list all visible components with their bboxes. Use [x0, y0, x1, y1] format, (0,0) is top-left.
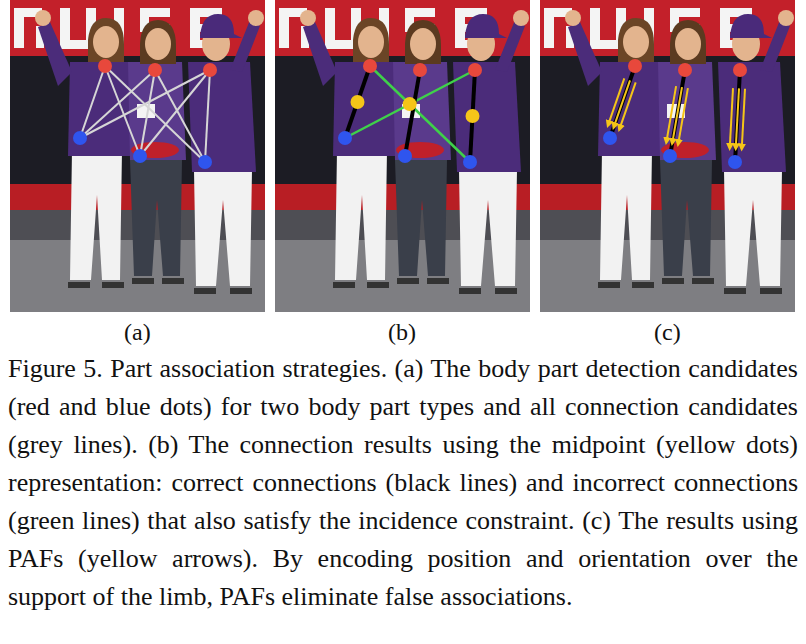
black-line: [610, 66, 635, 138]
red-dot: [468, 63, 482, 77]
red-dot: [733, 63, 747, 77]
candidate-lines: [80, 66, 210, 162]
blue-dot: [338, 131, 352, 145]
incorrect-connections: [345, 66, 475, 162]
candidate-line: [140, 70, 210, 156]
red-dot: [98, 59, 112, 73]
red-dot: [628, 59, 642, 73]
blue-dot: [728, 155, 742, 169]
panel-label: (c): [654, 318, 681, 346]
correct-connections: [345, 66, 475, 162]
correct-connections: [610, 66, 740, 162]
midpoint-dot: [403, 97, 417, 111]
candidate-line: [140, 70, 155, 156]
paf-arrow: [619, 82, 635, 129]
panel-c: [540, 0, 795, 312]
blue-dot: [73, 131, 87, 145]
midpoint-dot: [351, 95, 365, 109]
paf-arrow: [736, 88, 739, 148]
blue-dot: [463, 155, 477, 169]
candidate-line: [80, 70, 210, 138]
panel-label: (a): [124, 318, 151, 346]
photo: [540, 0, 795, 312]
midpoint-dot: [466, 109, 480, 123]
red-dot: [363, 59, 377, 73]
red-dot: [413, 63, 427, 77]
red-dot: [678, 63, 692, 77]
candidate-line: [205, 70, 210, 162]
red-dot: [148, 63, 162, 77]
blue-dot: [603, 131, 617, 145]
paf-arrow: [730, 88, 733, 148]
blue-dot: [198, 155, 212, 169]
paf-arrow: [678, 88, 688, 144]
blue-dot: [663, 149, 677, 163]
figure-caption: Figure 5. Part association strategies. (…: [8, 350, 798, 616]
photo: [10, 0, 265, 312]
part-dots: [73, 59, 217, 169]
black-line: [405, 70, 420, 156]
panel-a: [10, 0, 265, 312]
blue-dot: [133, 149, 147, 163]
panel-label: (b): [388, 318, 416, 346]
part-dots: [338, 59, 482, 169]
photo: [275, 0, 530, 312]
paf-arrow: [742, 89, 745, 149]
panel-b: [275, 0, 530, 312]
part-dots: [603, 59, 747, 169]
paf-arrows: [608, 78, 745, 148]
red-dot: [203, 63, 217, 77]
black-line: [735, 70, 740, 162]
black-line: [345, 66, 370, 138]
blue-dot: [398, 149, 412, 163]
